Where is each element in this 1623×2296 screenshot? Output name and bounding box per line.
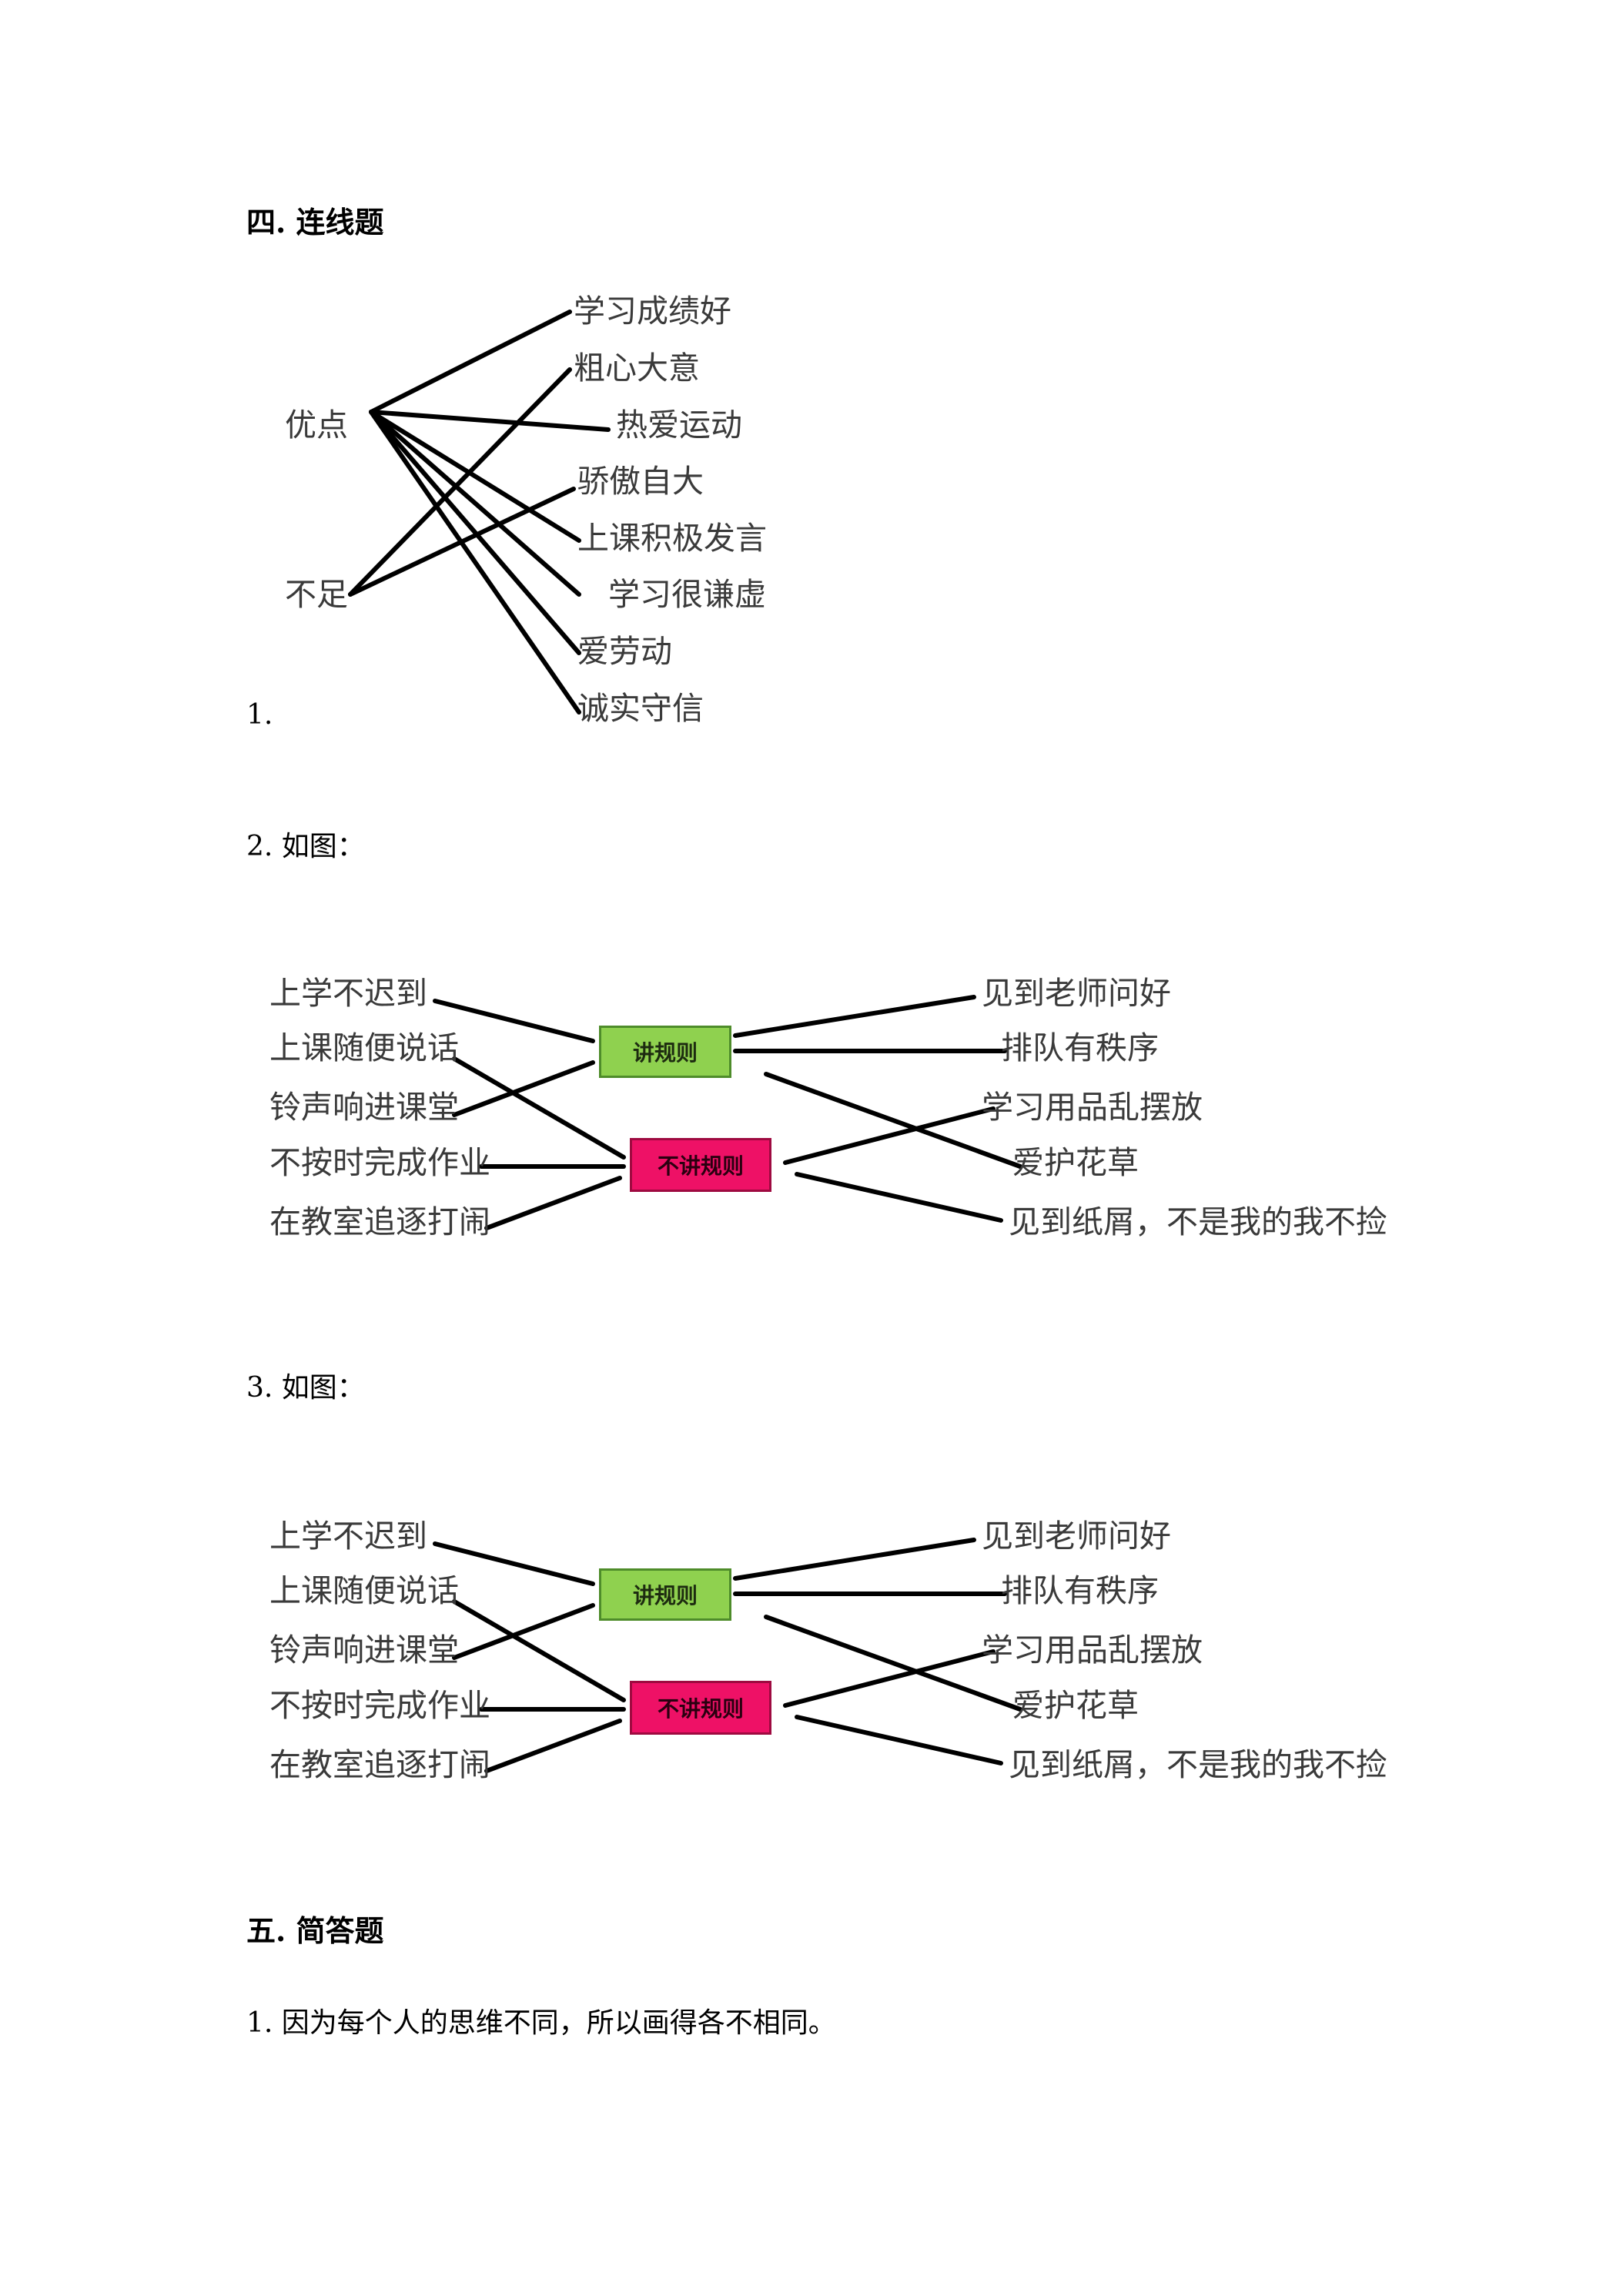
section-heading-matching: 四. 连线题 (246, 205, 384, 239)
q3-left-label: 上课随便说话 (269, 1572, 459, 1609)
q2-line (764, 1072, 1022, 1169)
q2-left-label: 在教室追逐打闹 (269, 1203, 490, 1240)
q2-right-label: 排队有秩序 (1001, 1029, 1159, 1066)
q3-right-label: 见到纸屑，不是我的我不捡 (1009, 1746, 1387, 1783)
q3-right-label: 爱护花草 (1012, 1687, 1139, 1724)
box-follow-rules: 讲规则 (599, 1026, 731, 1078)
q1-right-label: 爱劳动 (577, 633, 672, 670)
q1-right-label: 上课积极发言 (577, 520, 767, 557)
box-break-rules: 不讲规则 (630, 1138, 771, 1192)
q2-line (452, 1060, 595, 1117)
q2-right-label: 爱护花草 (1012, 1144, 1139, 1181)
q3-line (733, 1538, 976, 1581)
q3-caption: 3. 如图： (246, 1372, 365, 1404)
q2-left-label: 不按时完成作业 (269, 1144, 490, 1181)
q2-left-label: 铃声响进课堂 (269, 1089, 459, 1126)
box-follow-rules: 讲规则 (599, 1568, 731, 1621)
q2-caption: 2. 如图： (246, 831, 365, 862)
q1-line (369, 410, 581, 543)
section-heading-short-answer: 五. 简答题 (246, 1913, 384, 1948)
q3-line (452, 1603, 595, 1660)
q3-left-label: 铃声响进课堂 (269, 1632, 459, 1668)
q1-line (369, 310, 572, 414)
q1-line (348, 487, 576, 597)
q1-left-label: 不足 (285, 576, 348, 613)
q1-line (348, 367, 572, 597)
q2-line (783, 1106, 996, 1165)
q2-line (733, 995, 976, 1038)
q1-right-label: 骄傲自大 (577, 463, 704, 500)
q2-line (433, 999, 595, 1043)
box-break-rules: 不讲规则 (630, 1681, 771, 1735)
q2-line (484, 1176, 622, 1230)
q1-line (369, 410, 611, 432)
q2-right-label: 学习用品乱摆放 (982, 1089, 1203, 1126)
q3-line (795, 1715, 1003, 1766)
q1-line (369, 410, 581, 597)
q3-right-label: 排队有秩序 (1001, 1572, 1159, 1609)
q3-left-label: 在教室追逐打闹 (269, 1746, 490, 1783)
q3-left-label: 上学不迟到 (269, 1518, 427, 1555)
q1-line (369, 410, 581, 655)
q2-left-label: 上学不迟到 (269, 975, 427, 1012)
q3-left-label: 不按时完成作业 (269, 1687, 490, 1724)
q3-line (783, 1649, 996, 1708)
q2-left-label: 上课随便说话 (269, 1029, 459, 1066)
q1-left-label: 优点 (285, 407, 348, 443)
q2-line (452, 1056, 626, 1160)
q3-right-label: 见到老师问好 (982, 1518, 1171, 1555)
q1-right-label: 热爱运动 (616, 407, 742, 443)
q3-line (764, 1615, 1022, 1712)
q1-right-label: 学习成绩好 (574, 293, 731, 330)
q1-number: 1. (246, 699, 273, 731)
q2-line (795, 1172, 1003, 1223)
q2-right-label: 见到老师问好 (982, 975, 1171, 1012)
q1-right-label: 粗心大意 (574, 350, 700, 387)
q3-line (484, 1719, 622, 1773)
q1-right-label: 诚实守信 (577, 690, 704, 727)
q2-right-label: 见到纸屑，不是我的我不捡 (1009, 1203, 1387, 1240)
short-answer-1: 1. 因为每个人的思维不同，所以画得各不相同。 (246, 2007, 836, 2039)
q1-line (369, 410, 581, 715)
q3-right-label: 学习用品乱摆放 (982, 1632, 1203, 1668)
q3-line (433, 1541, 595, 1586)
q3-line (452, 1599, 626, 1702)
q1-right-label: 学习很谦虚 (608, 576, 766, 613)
